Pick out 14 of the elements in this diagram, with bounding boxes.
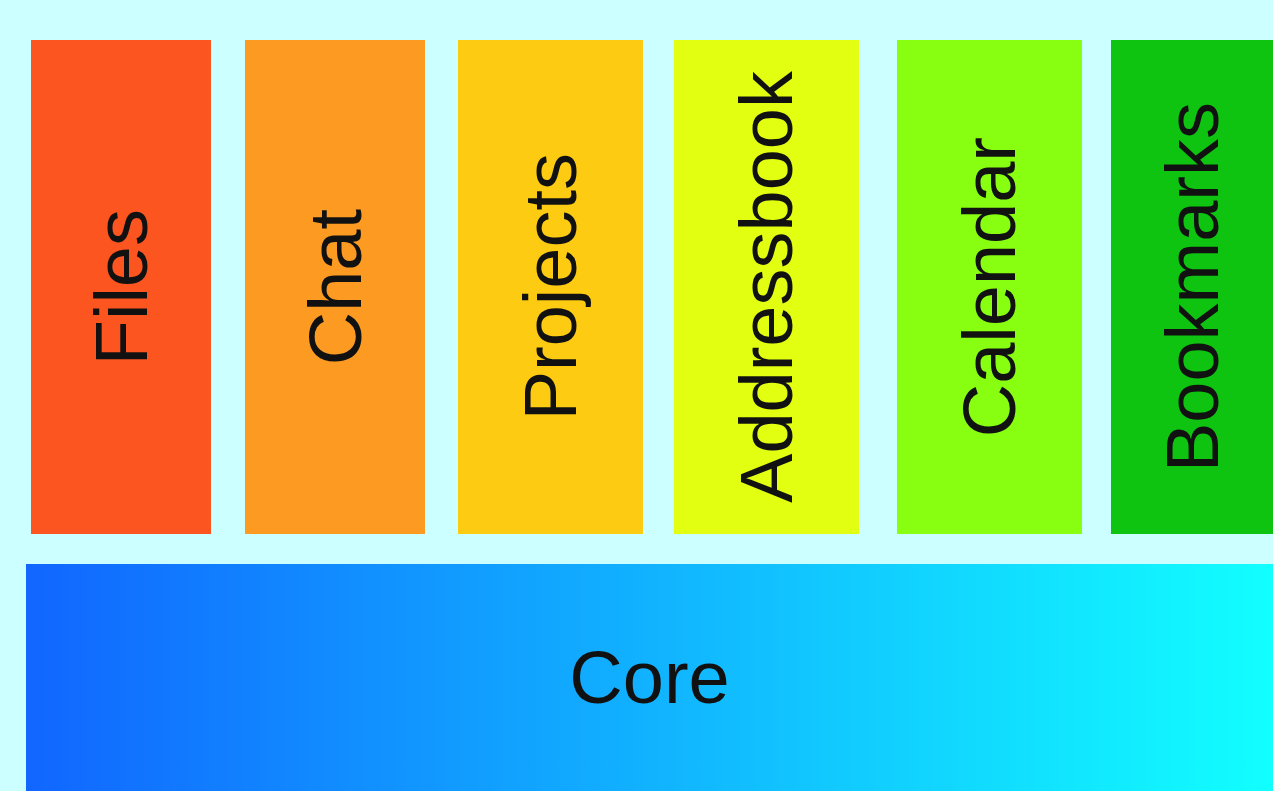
module-block bbox=[458, 40, 643, 534]
core-layer-block bbox=[26, 564, 1273, 791]
module-block bbox=[897, 40, 1082, 534]
block-label: Files bbox=[78, 208, 164, 366]
block-label: Core bbox=[569, 635, 730, 720]
block-label: Chat bbox=[292, 208, 378, 366]
module-block bbox=[245, 40, 425, 534]
block-label: Calendar bbox=[947, 136, 1032, 438]
block-label: Addressbook bbox=[724, 71, 809, 503]
block-label: Bookmarks bbox=[1149, 101, 1235, 473]
module-block bbox=[1111, 40, 1273, 534]
module-block bbox=[31, 40, 211, 534]
module-block bbox=[674, 40, 859, 534]
block-label: Projects bbox=[508, 153, 593, 421]
